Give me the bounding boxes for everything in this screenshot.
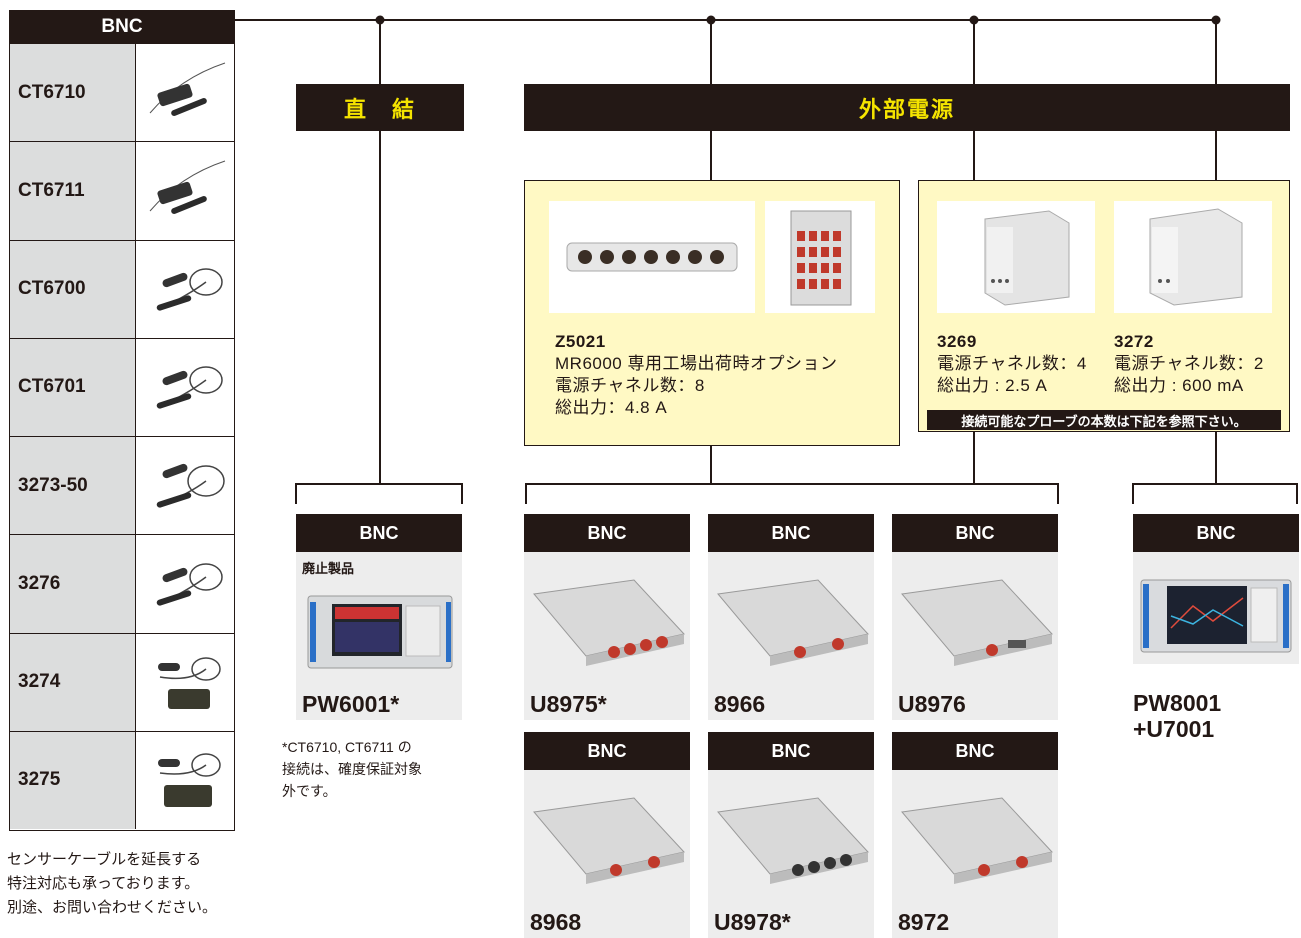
sensor-model: CT6710 xyxy=(10,44,136,142)
sensor-model: 3273-50 xyxy=(10,437,136,535)
sensor-table: CT6710 CT6711 CT6700 CT6701 xyxy=(9,44,235,831)
unit-card: BNC 8972 xyxy=(892,732,1058,938)
card-model: U8978* xyxy=(714,909,791,935)
sensor-model: 3275 xyxy=(10,731,136,829)
table-row: 3274 xyxy=(10,633,234,732)
sensor-model: CT6700 xyxy=(10,240,136,338)
discontinued-label: 廃止製品 xyxy=(302,561,355,576)
z5021-model: Z5021 xyxy=(555,332,606,351)
card-header: BNC xyxy=(296,514,462,552)
unit-card: BNC 8968 xyxy=(524,732,690,938)
pw6001-image xyxy=(296,586,462,674)
probe-image xyxy=(136,633,234,731)
card-header: BNC xyxy=(1133,514,1299,552)
card-model: 8966 xyxy=(714,691,766,717)
sensor-table-header: BNC xyxy=(9,10,235,44)
card-header: BNC xyxy=(892,514,1058,552)
card-header: BNC xyxy=(524,732,690,770)
z5021-spec: Z5021 MR6000 専用工場出荷時オプション 電源チャネル数：8 総出力：… xyxy=(555,332,838,417)
table-row: CT6711 xyxy=(10,142,234,241)
unit-image xyxy=(524,564,690,674)
pw6001-card: BNC 廃止製品 PW6001* xyxy=(296,514,462,720)
table-row: CT6700 xyxy=(10,240,234,339)
power-unit-box: 3269 電源チャネル数：4 総出力 : 2.5 A 3272 電源チャネル数：… xyxy=(918,180,1290,432)
z5021-image xyxy=(549,201,755,313)
direct-footnote: *CT6710, CT6711 の 接続は、確度保証対象 外です。 xyxy=(282,739,422,799)
direct-connection-label: 直 結 xyxy=(296,84,464,131)
unit-card: BNC 8966 xyxy=(708,514,874,720)
card-model: U8975* xyxy=(530,691,607,717)
pw8001-card-body: BNC xyxy=(1133,514,1299,664)
probe-image xyxy=(136,240,234,338)
table-row: 3275 xyxy=(10,731,234,829)
unit-image xyxy=(524,782,690,892)
probe-image xyxy=(136,731,234,829)
card-header: BNC xyxy=(708,732,874,770)
card-model: PW6001* xyxy=(302,691,400,717)
unit-3269-model: 3269 xyxy=(937,332,977,351)
card-model: U8976 xyxy=(898,691,966,717)
unit-3269-image xyxy=(937,201,1095,313)
unit-card: BNC U8975* xyxy=(524,514,690,720)
sensor-model: CT6701 xyxy=(10,338,136,436)
probe-image xyxy=(136,44,234,142)
pw8001-card: BNC PW8001 +U7001 xyxy=(1133,514,1299,746)
probe-image xyxy=(136,535,234,633)
unit-image xyxy=(708,564,874,674)
z5021-box: Z5021 MR6000 専用工場出荷時オプション 電源チャネル数：8 総出力：… xyxy=(524,180,900,446)
card-model: 8968 xyxy=(530,909,582,935)
probe-image xyxy=(136,142,234,240)
unit-image xyxy=(708,782,874,892)
pw8001-image xyxy=(1133,566,1299,666)
unit-card: BNC U8978* xyxy=(708,732,874,938)
pw8001-model: PW8001 +U7001 xyxy=(1133,690,1222,742)
table-row: 3273-50 xyxy=(10,437,234,536)
table-row: CT6701 xyxy=(10,338,234,437)
card-header: BNC xyxy=(708,514,874,552)
probe-image xyxy=(136,437,234,535)
table-row: 3276 xyxy=(10,535,234,634)
extension-note: センサーケーブルを延長する 特注対応も承っております。 別途、お問い合わせくださ… xyxy=(7,851,218,916)
sensor-model: 3276 xyxy=(10,535,136,633)
external-power-label: 外部電源 xyxy=(524,84,1290,131)
unit-3272-model: 3272 xyxy=(1114,332,1154,351)
unit-card: BNC U8976 xyxy=(892,514,1058,720)
card-header: BNC xyxy=(892,732,1058,770)
sensor-model: 3274 xyxy=(10,633,136,731)
card-header: BNC xyxy=(524,514,690,552)
card-model: 8972 xyxy=(898,909,950,935)
unit-3272-spec: 3272 電源チャネル数：2 総出力 : 600 mA xyxy=(1114,332,1264,395)
unit-3269-spec: 3269 電源チャネル数：4 総出力 : 2.5 A xyxy=(937,332,1087,395)
table-row: CT6710 xyxy=(10,44,234,143)
mr6000-module-image xyxy=(765,201,875,313)
unit-3272-image xyxy=(1114,201,1272,313)
sensor-model: CT6711 xyxy=(10,142,136,240)
unit-image xyxy=(892,564,1058,674)
probe-image xyxy=(136,338,234,436)
unit-image xyxy=(892,782,1058,892)
probe-count-note: 接続可能なプローブの本数は下記を参照下さい。 xyxy=(927,410,1281,430)
